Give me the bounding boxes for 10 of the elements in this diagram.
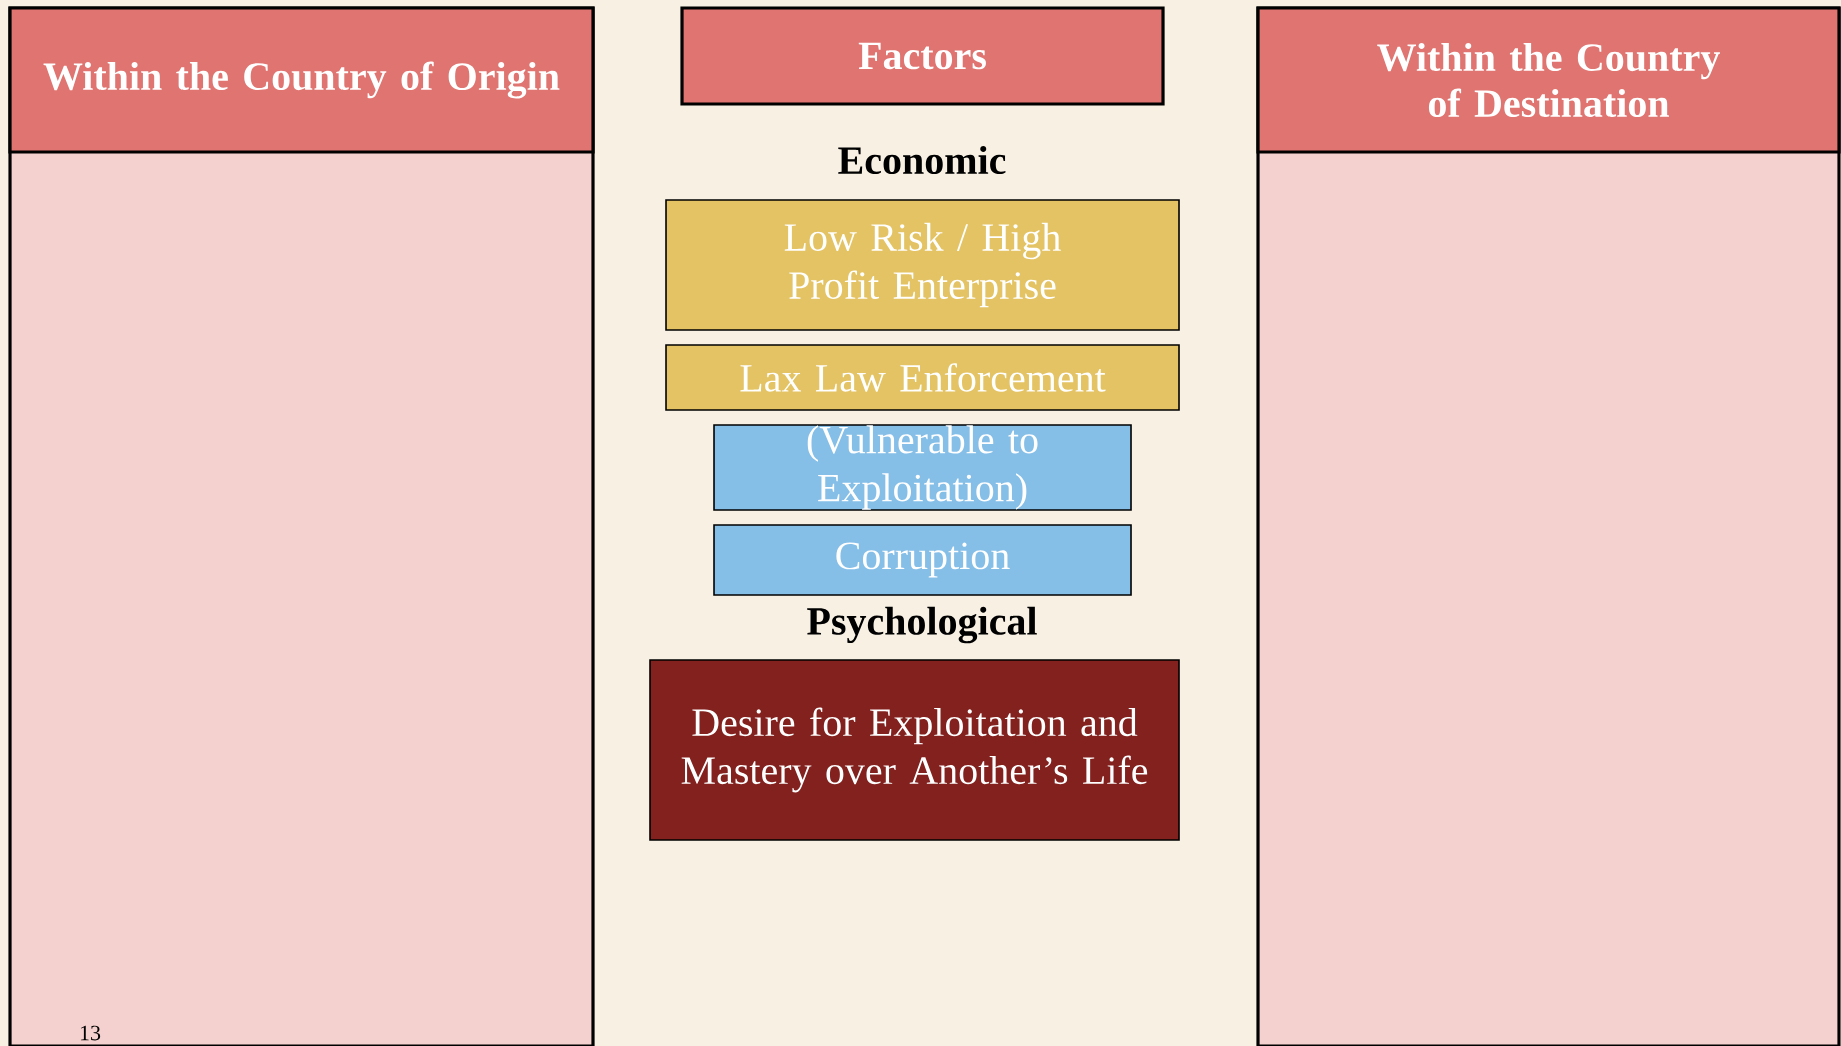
header-box: Factors	[680, 6, 1165, 106]
factor-box: Desire for Exploitation and Mastery over Another’s Life	[649, 659, 1180, 841]
page-number: 13	[80, 1025, 101, 1041]
factor-box: Low Risk / High Profit Enterprise	[665, 199, 1180, 331]
factor-box: Lax Law Enforcement	[665, 344, 1180, 411]
factor-box: (Vulnerable to Exploitation)	[713, 424, 1132, 511]
column-panel: Within the Country of Destination	[1256, 6, 1841, 1046]
category-heading: Psychological	[807, 606, 1037, 644]
category-heading: Economic	[838, 145, 1006, 175]
factor-box: Corruption	[713, 524, 1132, 596]
